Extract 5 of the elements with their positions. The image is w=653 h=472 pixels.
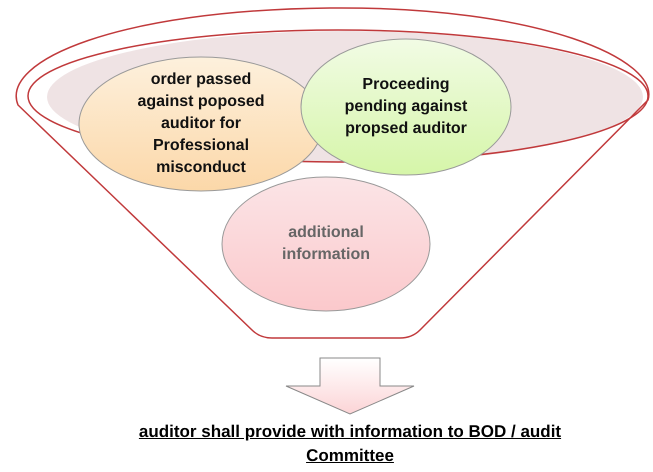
ellipse-label: order passed against poposed auditor for Professional misconduct [136, 70, 266, 178]
ellipse-label: Proceeding pending against propsed auditor [344, 75, 468, 139]
block-arrow [286, 358, 414, 415]
ellipse-label: additional information [281, 223, 371, 265]
conclusion-text: auditor shall provide with information to BOD / audit Committee [138, 421, 562, 467]
